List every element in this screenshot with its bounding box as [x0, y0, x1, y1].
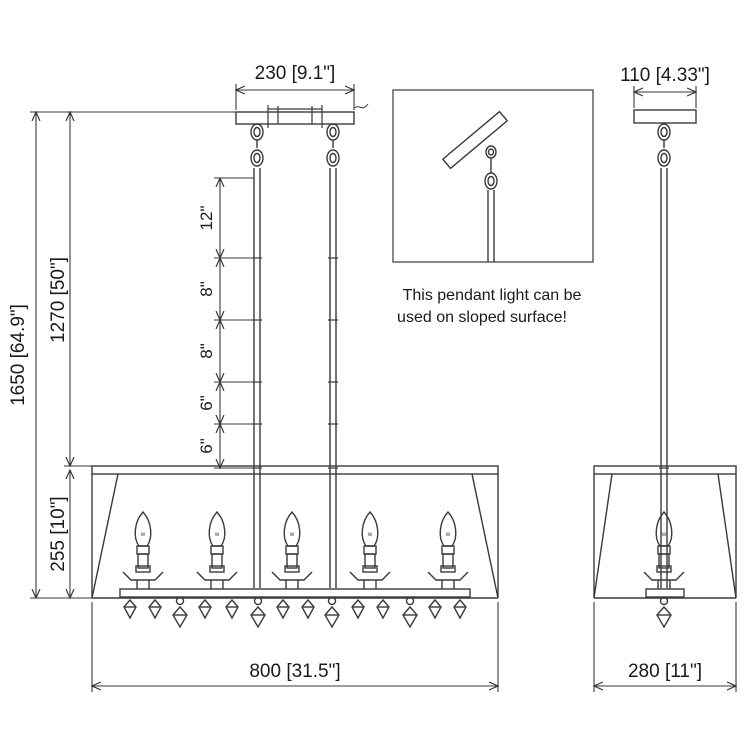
front-canopy: [235, 111, 355, 125]
crystal-icon: [376, 598, 390, 620]
sloped-detail: [392, 89, 594, 263]
svg-text:w: w: [140, 532, 146, 538]
candle-bulb-icon: w: [196, 510, 238, 589]
candle-bulb-icon: w: [122, 510, 164, 589]
side-crystals: [656, 596, 672, 629]
side-shade: [593, 465, 737, 599]
sloped-canopy-icon: [441, 110, 509, 170]
body-height-label: 255 [10"]: [48, 496, 69, 571]
front-chain-left: [250, 123, 264, 167]
front-bottom-bar: [119, 588, 471, 598]
crystal-icon: [198, 598, 212, 620]
overall-height-label: 1650 [64.9"]: [8, 304, 29, 406]
crystal-icon: [225, 598, 239, 620]
body-length-label: 800 [31.5"]: [249, 661, 340, 682]
dimension-lines: [30, 84, 736, 692]
side-canopy: [633, 109, 697, 124]
crystal-icon: [148, 598, 162, 620]
svg-text:w: w: [214, 532, 220, 538]
svg-text:w: w: [367, 532, 373, 538]
candle-bulb-icon: w: [271, 510, 313, 589]
crystal-icon: [656, 596, 672, 629]
front-crystals: [123, 596, 467, 629]
rod-segment-label: 8": [197, 281, 216, 297]
canopy-depth-label: 110 [4.33"]: [620, 65, 710, 86]
svg-text:w: w: [289, 532, 295, 538]
crystal-icon: [453, 598, 467, 620]
wire-squiggle: [353, 103, 369, 109]
canopy-bracket-icon: [267, 105, 323, 128]
crystal-icon: [123, 598, 137, 620]
side-candle: w: [643, 510, 685, 589]
rod-segment-label: 12": [197, 206, 216, 231]
crystal-icon: [276, 598, 290, 620]
front-shade: [91, 465, 499, 599]
detail-frame: [392, 89, 594, 263]
candle-bulb-icon: w: [349, 510, 391, 589]
sloped-note-line1: This pendant light can be: [403, 287, 582, 304]
crystal-icon: [250, 596, 266, 629]
sloped-note-line2: used on sloped surface!: [397, 309, 567, 326]
front-rods: [253, 168, 337, 588]
candle-bulb-icon: w: [427, 510, 469, 589]
crystal-icon: [172, 596, 188, 629]
crystal-icon: [351, 598, 365, 620]
rod-segment-label: 8": [197, 343, 216, 359]
body-width-label: 280 [11"]: [628, 661, 702, 682]
crystal-icon: [301, 598, 315, 620]
front-chain-right: [326, 123, 340, 167]
canopy-width-label: 230 [9.1"]: [255, 63, 336, 84]
rod-segment-label: 6": [197, 438, 216, 454]
rod-segment-label: 6": [197, 395, 216, 411]
svg-text:w: w: [445, 532, 451, 538]
crystal-icon: [402, 596, 418, 629]
crystal-icon: [428, 598, 442, 620]
side-view: w: [593, 109, 737, 629]
svg-text:w: w: [661, 532, 667, 538]
side-chain: [657, 123, 671, 167]
rod-joints: [252, 257, 338, 469]
rod-length-label: 1270 [50"]: [48, 257, 69, 343]
crystal-icon: [324, 596, 340, 629]
candle-bulb-icon: w: [643, 510, 685, 589]
